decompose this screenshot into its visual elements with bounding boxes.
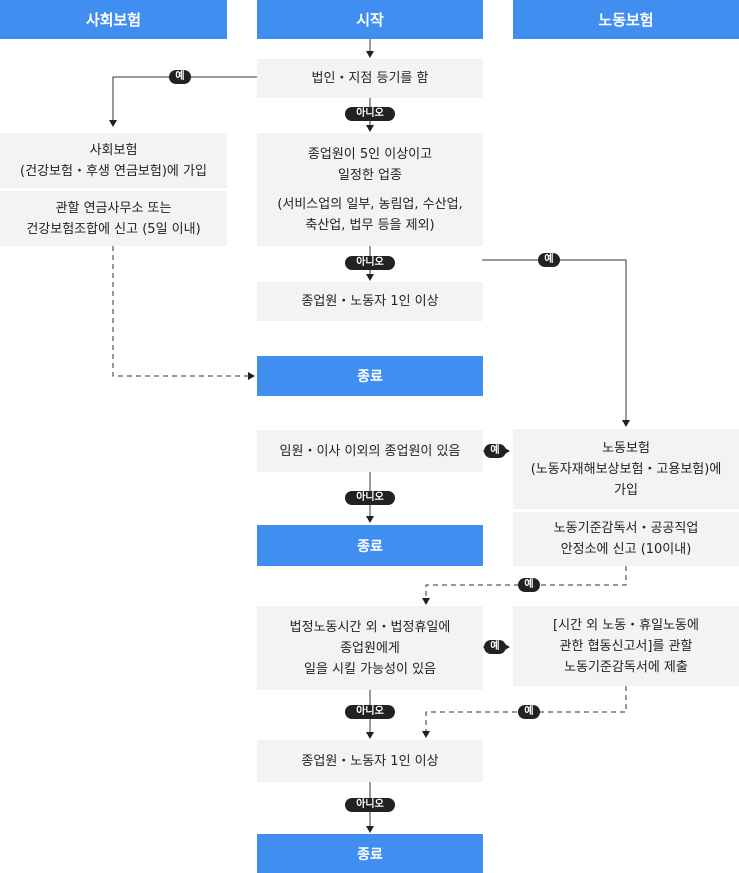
social-join-line2: (건강보험・후생 연금보험)에 가입 [20,163,207,179]
step-five-note2: 축산업, 법무 등을 제외) [305,217,435,233]
label-yes-five: 예 [538,253,560,267]
header-start: 시작 [257,0,483,39]
end-b: 종료 [257,525,483,566]
social-join: 사회보험 (건강보험・후생 연금보험)에 가입 [0,133,227,188]
label-no-overtime: 아니오 [345,705,395,719]
label-yes-labor-report: 예 [518,578,540,592]
arrow-five-yes-to-labor [482,259,630,427]
end-a: 종료 [257,356,483,396]
label-no-corp: 아니오 [345,107,395,121]
social-report: 관할 연금사무소 또는 건강보험조합에 신고 (5일 이내) [0,191,227,246]
label-yes-nonofficer: 예 [484,444,506,458]
label-yes-overtime: 예 [484,640,506,654]
labor-join-line2: (노동자재해보상보험・고용보험)에 [530,461,722,477]
step-five-line2: 일정한 업종 [338,167,402,183]
step-overtime: 법정노동시간 외・법정휴일에 종업원에게 일을 시킬 가능성이 있음 [257,606,483,690]
arrow-corp-yes-to-social [109,76,257,127]
step-five-note1: (서비스업의 일부, 농림업, 수산업, [277,196,463,212]
labor-report-line1: 노동기준감독서・공공직업 [553,521,699,536]
end-c: 종료 [257,834,483,873]
labor-report: 노동기준감독서・공공직업 안정소에 신고 (10이내) [513,512,739,566]
labor-agreement-line3: 노동기준감독서에 제출 [564,659,688,675]
step-overtime-line3: 일을 시킬 가능성이 있음 [304,661,436,677]
labor-report-line2: 안정소에 신고 (10이내) [560,542,692,557]
step-overtime-line2: 종업원에게 [340,640,400,656]
step-corp-registration: 법인・지점 등기를 함 [257,59,483,98]
step-one-or-more-b: 종업원・노동자 1인 이상 [257,740,483,782]
step-overtime-line1: 법정노동시간 외・법정휴일에 [289,619,451,635]
social-join-line1: 사회보험 [89,142,138,158]
label-no-nonofficer: 아니오 [345,491,395,505]
labor-agreement-line1: [시간 외 노동・휴일노동에 [553,617,699,633]
step-one-or-more-b-text: 종업원・노동자 1인 이상 [301,753,439,769]
step-one-or-more-a: 종업원・노동자 1인 이상 [257,282,483,321]
arrow-social-to-end [112,246,255,380]
labor-agreement-line2: 관한 협동신고서]를 관할 [559,638,693,654]
labor-join-line3: 가입 [614,482,638,498]
labor-join-line1: 노동보험 [602,440,650,456]
social-report-line2: 건강보험조합에 신고 (5일 이내) [26,221,201,237]
step-corp-registration-text: 법인・지점 등기를 함 [311,71,429,86]
labor-agreement: [시간 외 노동・휴일노동에 관한 협동신고서]를 관할 노동기준감독서에 제출 [513,606,739,686]
step-non-officer-text: 임원・이사 이외의 종업원이 있음 [279,443,461,459]
step-five-line1: 종업원이 5인 이상이고 [307,146,433,162]
header-labor-insurance: 노동보험 [513,0,739,39]
label-yes-corp: 예 [169,70,191,84]
label-no-one-or-more: 아니오 [345,798,395,812]
social-report-line1: 관할 연금사무소 또는 [55,200,172,216]
label-yes-agreement: 예 [518,705,540,719]
header-social-insurance: 사회보험 [0,0,227,39]
step-five-or-more: 종업원이 5인 이상이고 일정한 업종 (서비스업의 일부, 농림업, 수산업,… [257,133,483,246]
label-no-five: 아니오 [345,256,395,270]
labor-join: 노동보험 (노동자재해보상보험・고용보험)에 가입 [513,429,739,509]
step-non-officer-employees: 임원・이사 이외의 종업원이 있음 [257,430,483,472]
step-one-or-more-a-text: 종업원・노동자 1인 이상 [301,294,439,309]
